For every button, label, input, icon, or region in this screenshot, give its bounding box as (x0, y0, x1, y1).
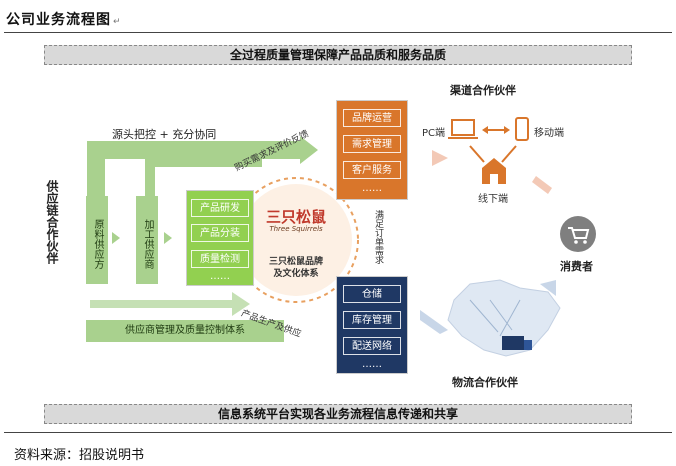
supply-chain-label: 供应链合作伙伴 (45, 180, 59, 264)
core-circle-fill (240, 184, 352, 296)
item-quality-check: 质量检测 (191, 250, 249, 268)
item-product-rd: 产品研发 (191, 199, 249, 217)
paragraph-mark-icon: ↵ (113, 17, 122, 27)
arrow-channel (432, 150, 448, 166)
source-label: 源头把控 + 充分协同 (112, 128, 217, 141)
source-arrow (87, 141, 300, 198)
item-customer-service: 客户服务 (343, 161, 401, 179)
item-demand-management: 需求管理 (343, 135, 401, 153)
chevron-2 (164, 232, 172, 244)
company-green-panel: 产品研发 产品分装 质量检测 …… (186, 190, 254, 286)
page-title: 公司业务流程图↵ (6, 12, 122, 28)
green-more: …… (210, 271, 230, 282)
mobile-label: 移动端 (534, 128, 564, 139)
mobile-icon (515, 117, 529, 141)
consumer-label: 消费者 (560, 260, 593, 273)
truck-icon (502, 336, 524, 350)
management-arrow (90, 292, 250, 316)
processing-supplier-box: 加工供应商 (136, 196, 158, 284)
operations-panel: 品牌运营 需求管理 客户服务 …… (336, 100, 408, 200)
pc-label: PC端 (422, 128, 446, 139)
house-icon (482, 158, 506, 184)
item-warehousing: 仓储 (343, 285, 401, 303)
arc-order-label: 满足订单需求 (373, 210, 383, 264)
arrow-channel-consumer (532, 176, 552, 194)
pc-icon (451, 119, 475, 136)
logistics-panel: 仓储 库存管理 配送网络 …… (336, 276, 408, 374)
supplier-management-box: 供应商管理及质量控制体系 (86, 320, 284, 342)
bottom-rule (4, 432, 672, 433)
chevron-1 (112, 232, 120, 244)
banner-top: 全过程质量管理保障产品品质和服务品质 (44, 45, 632, 65)
cart-icon (560, 216, 596, 252)
banner-bottom: 信息系统平台实现各业务流程信息传递和共享 (44, 404, 632, 424)
offline-label: 线下端 (478, 194, 508, 205)
item-delivery-network: 配送网络 (343, 337, 401, 355)
item-brand-operation: 品牌运营 (343, 109, 401, 127)
arrow-logistics (420, 310, 448, 334)
raw-supplier-box: 原料供应方 (86, 196, 108, 284)
core-label-2: 及文化体系 (273, 269, 319, 279)
channel-label: 渠道合作伙伴 (450, 84, 516, 97)
item-inventory: 库存管理 (343, 311, 401, 329)
logo-english: Three Squirrels (269, 225, 323, 233)
top-rule (4, 32, 672, 33)
arrow-consumer-logistics (540, 280, 556, 296)
navy-more: …… (362, 359, 382, 370)
three-squirrels-logo: 三只松鼠 (266, 208, 327, 226)
logistics-label: 物流合作伙伴 (452, 376, 518, 389)
core-label-1: 三只松鼠品牌 (268, 257, 323, 267)
china-map (447, 279, 561, 357)
source-note: 资料来源：招股说明书 (14, 448, 145, 463)
item-product-packing: 产品分装 (191, 224, 249, 242)
orange-more: …… (362, 183, 382, 194)
